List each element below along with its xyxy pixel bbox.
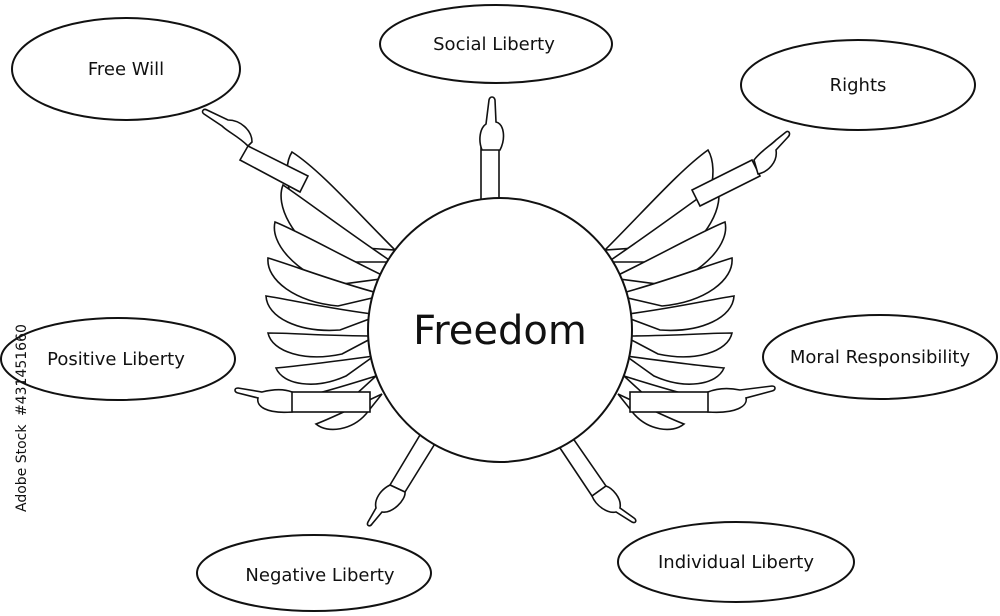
stock-id-watermark: Adobe Stock #431451660 xyxy=(14,324,30,512)
node-label-negative-liberty: Negative Liberty xyxy=(245,565,394,586)
node-rights: Rights xyxy=(740,39,976,131)
pointing-hand-downleft-icon xyxy=(366,433,438,527)
pointing-hand-upright-icon xyxy=(690,130,791,208)
node-free-will: Free Will xyxy=(11,17,241,121)
center-label: Freedom xyxy=(413,308,587,354)
right-wing xyxy=(602,148,735,431)
center-node: Freedom xyxy=(367,197,633,463)
node-label-moral-responsibility: Moral Responsibility xyxy=(790,347,971,368)
pointing-hand-right-icon xyxy=(629,385,776,414)
pointing-hand-upleft-icon xyxy=(201,108,310,194)
stock-id: #431451660 xyxy=(14,324,30,416)
node-positive-liberty: Positive Liberty xyxy=(0,317,236,401)
node-label-rights: Rights xyxy=(830,75,887,96)
node-label-individual-liberty: Individual Liberty xyxy=(658,552,814,573)
node-label-positive-liberty: Positive Liberty xyxy=(47,349,185,370)
node-label-free-will: Free Will xyxy=(88,59,164,80)
node-moral-responsibility: Moral Responsibility xyxy=(762,314,998,400)
pointing-hand-up-icon xyxy=(479,96,505,201)
node-individual-liberty: Individual Liberty xyxy=(617,521,855,603)
pointing-hand-downright-icon xyxy=(554,432,637,524)
pointing-hand-left-icon xyxy=(234,387,371,414)
node-label-social-liberty: Social Liberty xyxy=(433,34,555,55)
node-negative-liberty: Negative Liberty xyxy=(196,534,432,612)
pointing-hands xyxy=(201,96,791,527)
node-social-liberty: Social Liberty xyxy=(379,4,613,84)
stock-text: Adobe Stock xyxy=(14,424,30,512)
